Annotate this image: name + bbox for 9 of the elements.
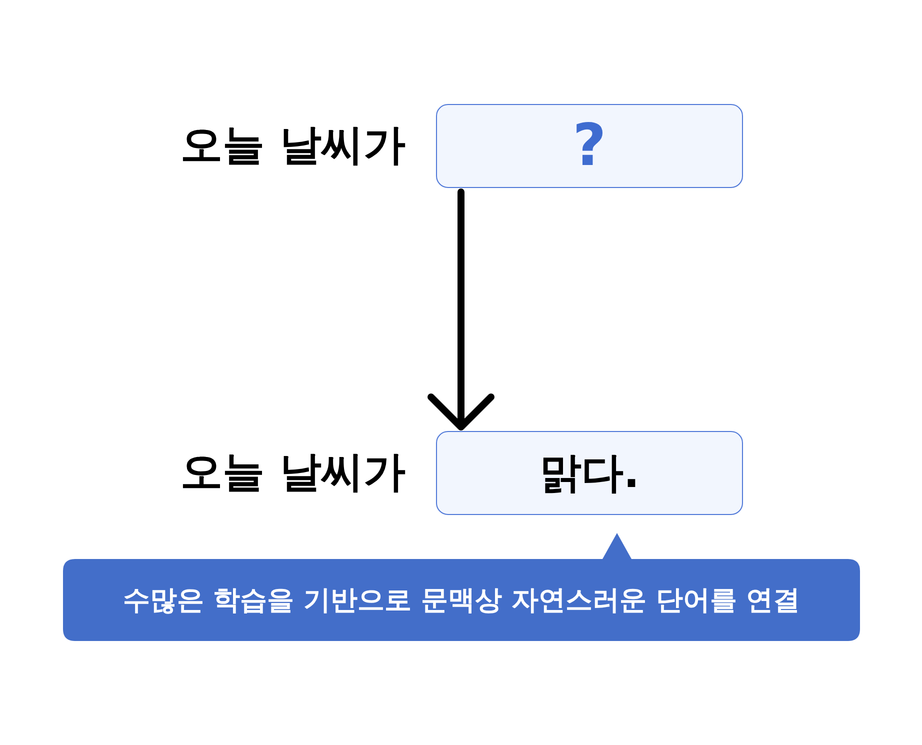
callout-bubble bbox=[63, 533, 860, 641]
arrow bbox=[428, 188, 494, 430]
callout-text: 수많은 학습을 기반으로 문맥상 자연스러운 단어를 연결 bbox=[122, 584, 802, 618]
question-mark-text: ? bbox=[572, 114, 606, 178]
word-text: 맑다. bbox=[540, 450, 640, 496]
sentence-text: 오늘 날씨가 bbox=[168, 110, 418, 180]
word-box bbox=[436, 431, 743, 515]
word-box bbox=[436, 104, 743, 188]
sentence-text: 오늘 날씨가 bbox=[168, 437, 418, 507]
